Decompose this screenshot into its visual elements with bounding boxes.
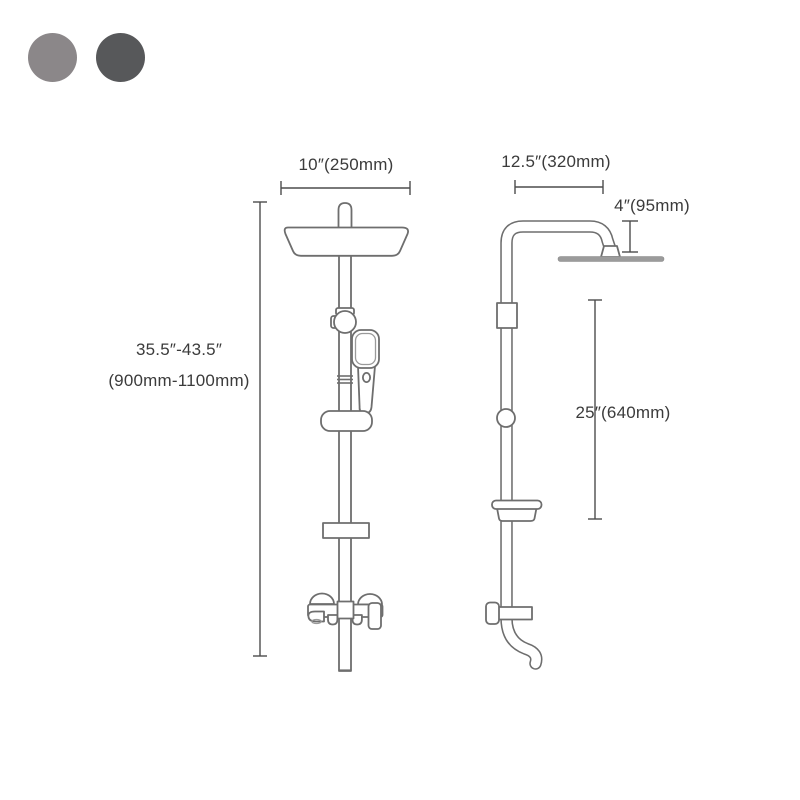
dimension-lines — [253, 180, 638, 657]
spout-to-head-label: 25″(640mm) — [575, 403, 671, 422]
faucet-spout-front — [307, 610, 325, 623]
riser-arm-spout-fill — [501, 221, 616, 669]
faucet-lever — [367, 602, 382, 630]
front-height-label: 35.5″-43.5″ (900mm-1100mm) — [108, 340, 249, 391]
head-connector — [600, 245, 621, 258]
slider-bar-clamp — [320, 410, 373, 432]
hand-shower-button — [361, 371, 371, 383]
diverter-knob-side — [496, 408, 516, 428]
color-swatch-dark-gray[interactable] — [96, 33, 145, 82]
front-height-label-inches: 35.5″-43.5″ — [135, 340, 223, 359]
dim-side-width — [514, 180, 604, 194]
rain-shower-head-front — [283, 226, 409, 257]
color-swatch-gray[interactable] — [28, 33, 77, 82]
riser-coupling — [496, 302, 518, 329]
dim-front-width — [280, 181, 411, 195]
soap-dish-body-side — [496, 507, 538, 522]
faucet-center-block — [336, 600, 355, 620]
pipe-coupler — [337, 375, 353, 384]
dim-head-offset — [622, 220, 638, 253]
faucet-dome-right — [357, 593, 383, 606]
wall-bracket-knob — [485, 601, 500, 625]
valve-stem-left — [327, 614, 339, 626]
valve-stem-right — [351, 614, 363, 626]
faucet-dome-left — [309, 592, 335, 605]
dim-spout-to-head — [588, 299, 602, 520]
diverter-knob — [333, 310, 357, 334]
front-view-drawing — [283, 202, 409, 672]
rain-shower-head-side — [557, 256, 665, 262]
hand-shower-face — [354, 332, 377, 366]
side-width-label: 12.5″(320mm) — [501, 152, 611, 171]
front-width-label: 10″(250mm) — [298, 155, 394, 174]
spout-opening — [311, 618, 322, 625]
side-view-drawing — [485, 220, 665, 670]
front-height-label-mm: (900mm-1100mm) — [108, 371, 250, 390]
hand-shower-head — [351, 329, 380, 369]
head-offset-label: 4″(95mm) — [614, 196, 690, 215]
dim-front-height — [253, 201, 267, 657]
wall-bracket-bar — [497, 606, 533, 621]
soap-dish-rim-side — [491, 499, 543, 510]
riser-top-stub — [337, 202, 353, 233]
soap-dish-front — [322, 522, 370, 539]
mixer-faucet-front — [307, 592, 384, 630]
